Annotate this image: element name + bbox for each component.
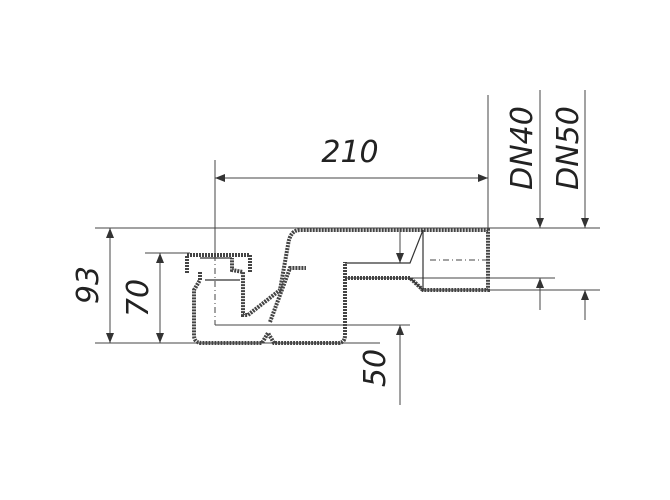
dimension-outlet-height-label: 70 <box>121 279 156 317</box>
dimension-dn40-label: DN40 <box>505 106 540 190</box>
dimension-length-label: 210 <box>321 135 378 170</box>
dimension-water-seal-label: 50 <box>358 349 393 387</box>
dimension-total-height-label: 93 <box>71 266 106 304</box>
dimension-lines <box>106 90 589 405</box>
trap-body <box>185 228 490 345</box>
dimension-dn50-label: DN50 <box>551 106 586 190</box>
